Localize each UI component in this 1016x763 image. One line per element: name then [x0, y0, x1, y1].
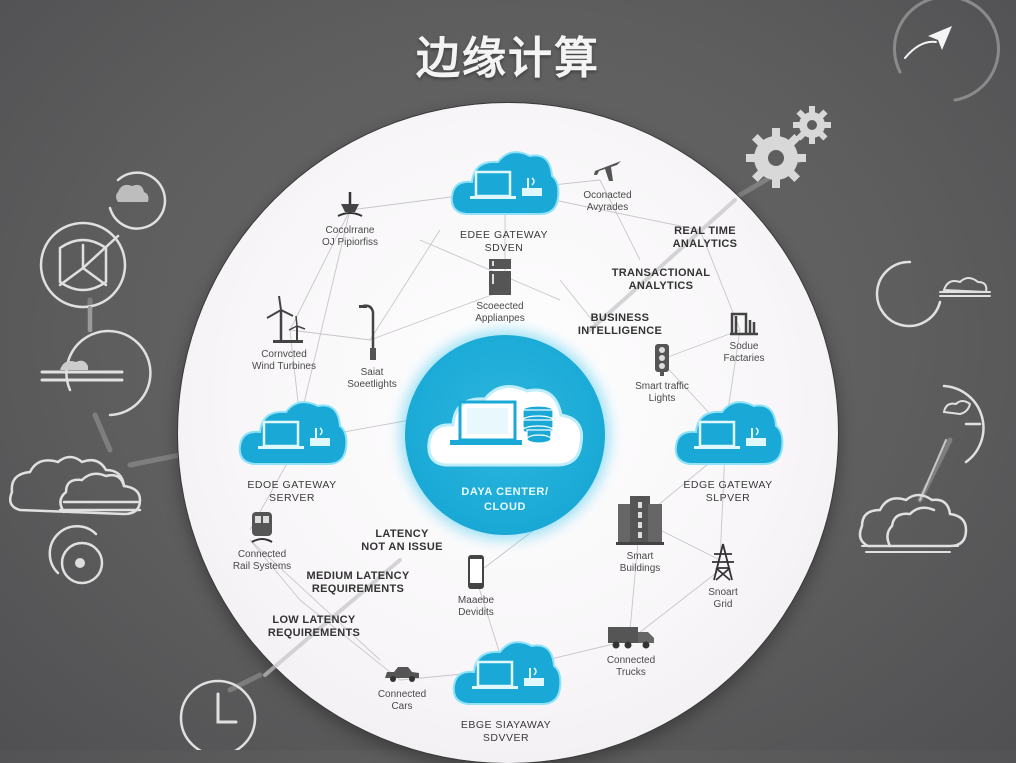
car-icon	[385, 667, 419, 682]
edge-gateway-left[interactable]: EDOE GATEWAY SERVER	[236, 392, 348, 505]
streetlight-icon	[359, 304, 376, 360]
cloud-platform-icon	[40, 329, 152, 417]
cloud-stack-icon	[858, 493, 968, 553]
oil-platform-icon	[337, 192, 363, 217]
device-mobile[interactable]: Maaebe Devidits	[446, 554, 506, 619]
data-center-cloud[interactable]: DAYA CENTER/ CLOUD	[405, 335, 605, 535]
edge-gateway-label: EDEE GATEWAY SDVEN	[459, 229, 549, 254]
device-wind-turbines[interactable]: Cornvcted Wind Turbines	[238, 295, 330, 373]
device-appliances[interactable]: Scoeected Applianpes	[460, 258, 540, 325]
device-trucks[interactable]: Connected Trucks	[596, 624, 666, 679]
label-latency-not-an-issue: LATENCY NOT AN ISSUE	[361, 528, 443, 553]
traffic-light-icon	[655, 344, 669, 376]
train-icon	[251, 512, 273, 543]
label-transactional-analytics: TRANSACTIONAL ANALYTICS	[611, 267, 711, 292]
device-traffic-lights[interactable]: Smart traffic Lights	[620, 342, 704, 405]
power-tower-icon	[712, 543, 734, 581]
globe-crosshair-icon	[39, 221, 127, 309]
clock-icon	[179, 679, 257, 750]
edge-gateway-label: EDOE GATEWAY SERVER	[247, 479, 337, 504]
refrigerator-icon	[489, 259, 511, 295]
edge-gateway-bottom[interactable]: EBGE SIAYAWAY SDVVER	[450, 632, 562, 745]
smartphone-icon	[468, 555, 484, 589]
device-aircraft[interactable]: Oconacted Avyrades	[560, 155, 655, 214]
edge-gateway-top[interactable]: EDEE GATEWAY SDVEN	[448, 142, 560, 255]
gears-icon	[746, 106, 831, 188]
edge-gateway-right[interactable]: EDGE GATEWAY SLPVER	[672, 392, 784, 505]
building-icon	[616, 496, 664, 545]
coin-circle-icon	[48, 525, 104, 585]
cloud-arc-icon	[919, 384, 985, 501]
device-smart-grid[interactable]: Snoart Grid	[696, 542, 750, 611]
device-streetlights[interactable]: Saiat Soeetlights	[338, 302, 406, 391]
label-realtime-analytics: REAL TIME ANALYTICS	[672, 225, 738, 250]
cloud-laptop-router-icon	[452, 641, 562, 705]
device-cars[interactable]: Connected Cars	[366, 664, 438, 713]
cloud-ring-icon	[875, 260, 991, 328]
device-rail-systems[interactable]: Connected Rail Systems	[222, 510, 302, 573]
paper-plane-dial-icon	[892, 0, 1000, 102]
label-business-intelligence: BUSINESS INTELLIGENCE	[577, 312, 663, 337]
wind-turbine-icon	[266, 295, 306, 343]
data-center-label: DAYA CENTER/ CLOUD	[461, 486, 549, 513]
factory-icon	[730, 312, 758, 336]
label-low-latency: LOW LATENCY REQUIREMENTS	[267, 614, 361, 639]
truck-icon	[608, 627, 654, 649]
cloud-with-laptop-and-database-icon	[427, 385, 584, 467]
airplane-icon	[593, 161, 621, 181]
edge-gateway-label: EBGE SIAYAWAY SDVVER	[460, 719, 552, 744]
diagram-title: 边缘计算	[416, 33, 600, 84]
label-medium-latency: MEDIUM LATENCY REQUIREMENTS	[306, 570, 410, 595]
device-buildings[interactable]: Smart Buildings	[602, 494, 678, 575]
edge-gateway-label: EDGE GATEWAY SLPVER	[683, 479, 773, 504]
device-factories[interactable]: Sodue Factaries	[712, 310, 776, 365]
cloud-cycle-icon	[108, 171, 167, 230]
cloud-laptop-router-icon	[674, 401, 784, 465]
cloud-laptop-router-icon	[238, 401, 348, 465]
cloud-laptop-router-icon	[450, 151, 560, 215]
cloud-outline-icon	[9, 455, 142, 516]
device-oil-platform[interactable]: Cocolrrane OJ Pipiorfiss	[300, 190, 400, 249]
